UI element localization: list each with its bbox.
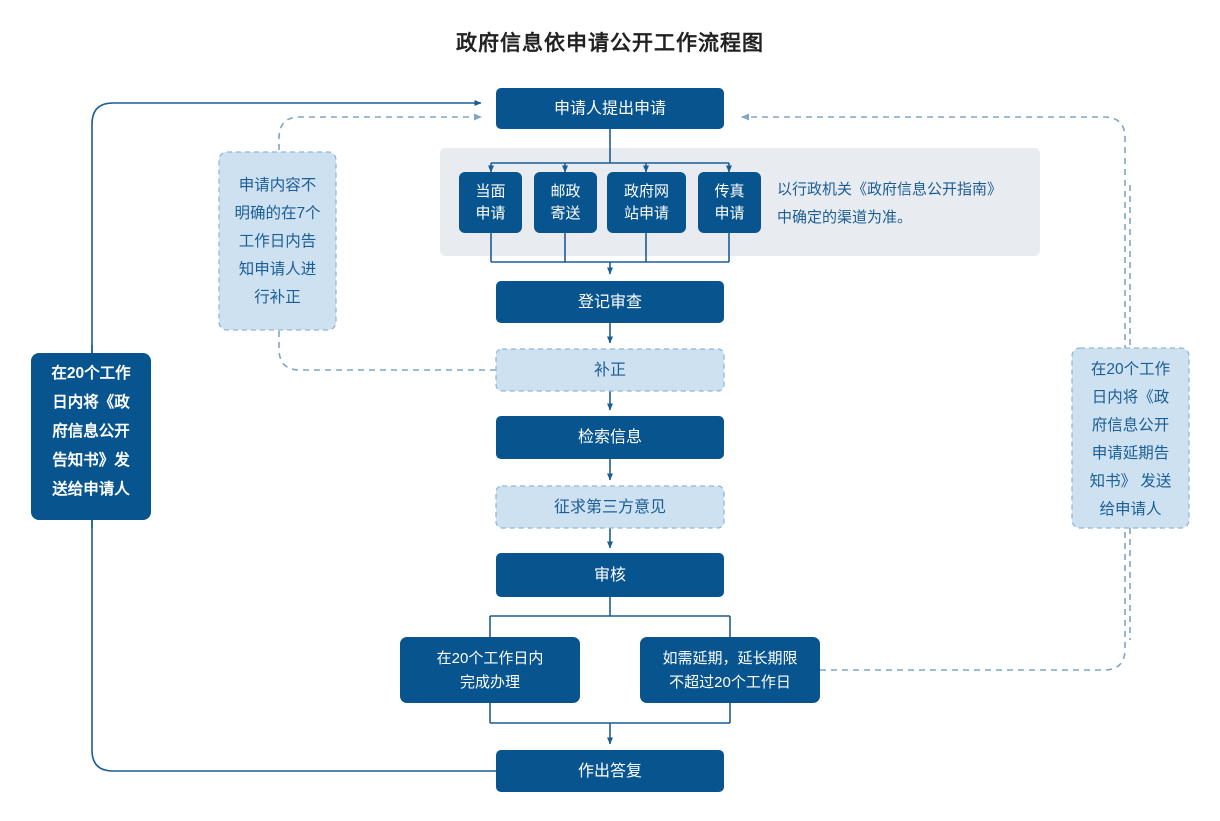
node-branch-normal[interactable]: 在20个工作日内 完成办理: [400, 637, 580, 703]
channel-0-line2: 申请: [475, 205, 505, 222]
channel-note-line2: 中确定的渠道为准。: [777, 209, 912, 226]
node-correction-label: 补正: [594, 361, 626, 379]
node-channel-website[interactable]: 政府网 站申请: [607, 172, 686, 233]
branch-extend-line1: 如需延期，延长期限: [662, 650, 797, 667]
channel-1-line2: 寄送: [550, 204, 580, 222]
note-left-notice[interactable]: 在20个工作 日内将《政 府信息公开 告知书》发 送给申请人: [31, 353, 151, 520]
note-left-line-0: 在20个工作: [51, 363, 131, 382]
note-correction[interactable]: 申请内容不 明确的在7个 工作日内告 知申请人进 行补正: [218, 151, 337, 331]
channel-3-line1: 传真: [714, 182, 744, 200]
note-left-line-2: 府信息公开: [52, 421, 130, 440]
channel-2-line2: 站申请: [624, 205, 669, 222]
note-left-line-1: 日内将《政: [52, 392, 130, 411]
branch-normal-line2: 完成办理: [460, 674, 520, 691]
node-retrieve-label: 检索信息: [578, 428, 642, 446]
connector-group-solid: [91, 100, 732, 772]
channel-note-line1: 以行政机关《政府信息公开指南》: [777, 181, 1002, 198]
note-correction-line-2: 工作日内告: [239, 232, 317, 250]
note-right-line-3: 申请延期告: [1092, 444, 1170, 462]
note-right-extension[interactable]: 在20个工作 日内将《政 府信息公开 申请延期告 知书》 发送 给申请人: [1071, 347, 1190, 529]
node-channel-in-person[interactable]: 当面 申请: [459, 172, 522, 233]
note-left-line-4: 送给申请人: [51, 479, 130, 498]
node-start-label: 申请人提出申请: [554, 100, 666, 118]
node-correction[interactable]: 补正: [495, 348, 725, 392]
note-correction-line-1: 明确的在7个: [234, 204, 321, 222]
note-right-line-4: 知书》 发送: [1090, 472, 1172, 490]
note-right-line-2: 府信息公开: [1092, 416, 1170, 434]
node-channel-postal[interactable]: 邮政 寄送: [534, 172, 597, 233]
note-right-line-5: 给申请人: [1099, 500, 1161, 518]
branch-normal-line1: 在20个工作日内: [437, 650, 544, 667]
node-third-party-label: 征求第三方意见: [554, 497, 666, 516]
node-branch-extend[interactable]: 如需延期，延长期限 不超过20个工作日: [640, 637, 820, 703]
channel-3-line2: 申请: [714, 205, 744, 222]
branch-extend-line2: 不超过20个工作日: [669, 674, 791, 691]
node-retrieve[interactable]: 检索信息: [496, 416, 724, 459]
channel-2-line1: 政府网: [624, 183, 669, 200]
note-correction-line-3: 知申请人进: [239, 260, 317, 278]
note-right-line-1: 日内将《政: [1092, 388, 1170, 406]
node-register[interactable]: 登记审查: [496, 281, 724, 323]
node-third-party[interactable]: 征求第三方意见: [495, 485, 725, 529]
channel-1-line1: 邮政: [550, 183, 580, 200]
channel-note: 以行政机关《政府信息公开指南》 中确定的渠道为准。: [777, 181, 1002, 226]
node-register-label: 登记审查: [578, 293, 642, 311]
note-left-line-3: 告知书》发: [52, 450, 130, 469]
node-review[interactable]: 审核: [496, 553, 724, 597]
node-start[interactable]: 申请人提出申请: [496, 88, 724, 129]
page-title: 政府信息依申请公开工作流程图: [456, 32, 764, 55]
channel-0-line1: 当面: [475, 183, 505, 200]
node-reply[interactable]: 作出答复: [496, 750, 724, 792]
node-review-label: 审核: [594, 566, 626, 584]
note-correction-line-4: 行补正: [254, 288, 301, 306]
note-right-line-0: 在20个工作: [1091, 360, 1170, 378]
node-reply-label: 作出答复: [578, 762, 642, 780]
note-correction-line-0: 申请内容不: [239, 176, 317, 194]
node-channel-fax[interactable]: 传真 申请: [698, 172, 761, 233]
